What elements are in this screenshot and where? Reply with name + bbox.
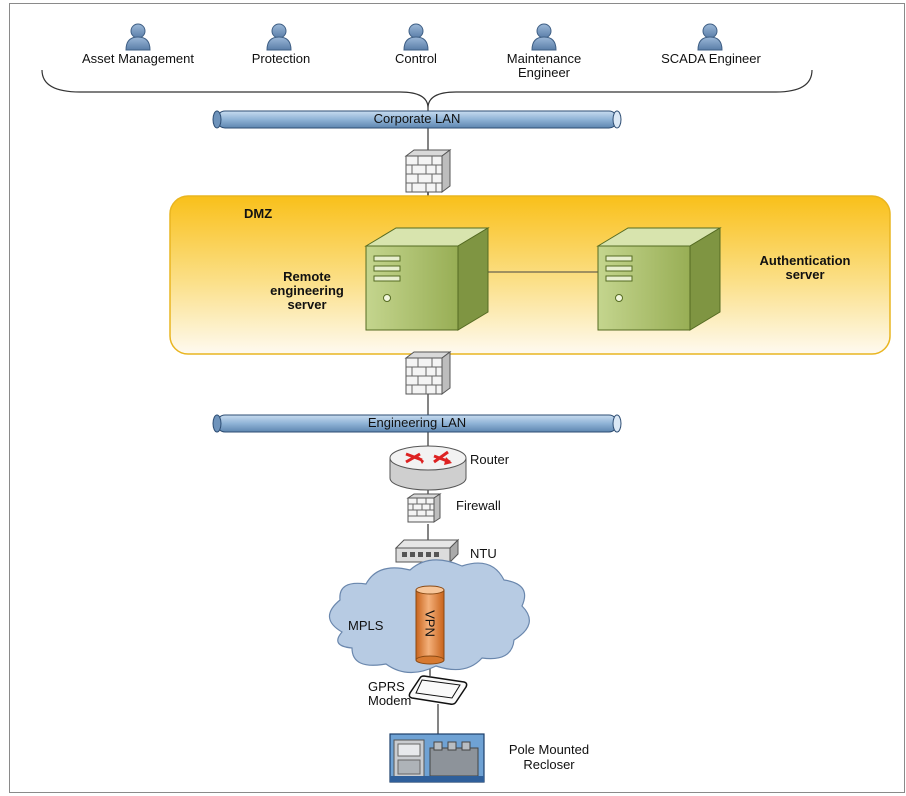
vpn-tunnel (415, 585, 445, 665)
user-icon (266, 23, 292, 51)
firewall-icon (404, 351, 452, 395)
engineering-lan-pipe (212, 414, 622, 433)
engineering-lan-label: Engineering LAN (367, 415, 467, 430)
user-label-protection: Protection (251, 51, 311, 66)
gprs-modem-label: GPRS Modem (368, 679, 412, 708)
user-group-brace (41, 69, 813, 109)
user-icon (531, 23, 557, 51)
corporate-lan-pipe (212, 110, 622, 129)
user-label-asset-management: Asset Management (81, 51, 194, 66)
ntu-label: NTU (470, 546, 497, 561)
router-label: Router (470, 452, 510, 467)
user-icon (697, 23, 723, 51)
gprs-modem-icon (408, 675, 468, 705)
router-icon (389, 445, 467, 491)
user-icon (403, 23, 429, 51)
firewall-icon (406, 493, 442, 523)
vpn-label: VPN (422, 610, 438, 637)
firewall-label: Firewall (456, 498, 501, 513)
authentication-server-label: Authentication server (759, 253, 851, 282)
corporate-lan-label: Corporate LAN (373, 111, 461, 126)
mpls-label: MPLS (348, 618, 384, 633)
ntu-icon (394, 538, 460, 564)
user-label-maintenance-engineer: Maintenance Engineer (506, 51, 582, 80)
dmz-title: DMZ (244, 206, 273, 221)
recloser-label: Pole Mounted Recloser (508, 742, 590, 772)
firewall-icon (404, 149, 452, 193)
user-icon (125, 23, 151, 51)
remote-engineering-server-icon (364, 227, 490, 331)
user-label-scada-engineer: SCADA Engineer (661, 51, 761, 66)
authentication-server-icon (596, 227, 722, 331)
remote-engineering-server-label: Remote engineering server (270, 269, 344, 312)
recloser-image (389, 733, 485, 783)
user-label-control: Control (395, 51, 437, 66)
